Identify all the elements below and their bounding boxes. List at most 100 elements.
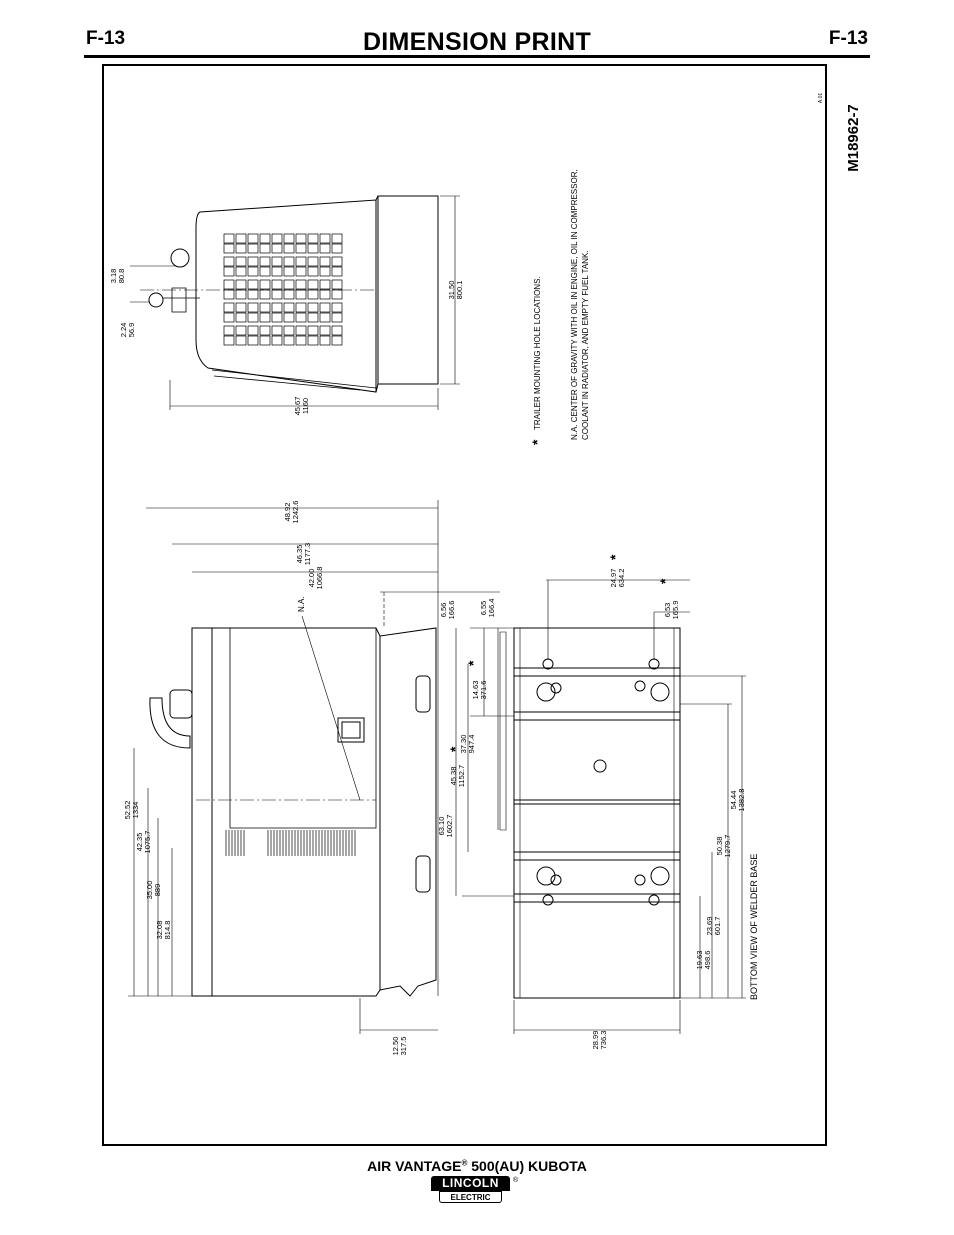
dim-end-2: 45.671160 xyxy=(293,397,310,416)
grille-cell xyxy=(295,325,307,336)
note-trailer-mount: TRAILER MOUNTING HOLE LOCATIONS. xyxy=(533,276,542,430)
grille-cell xyxy=(319,335,331,346)
grille-cell xyxy=(247,256,259,267)
grille-cell xyxy=(235,243,247,254)
logo-top: LINCOLN xyxy=(431,1176,510,1191)
star-bot-1: * xyxy=(465,660,481,666)
grille-cell xyxy=(283,325,295,336)
dim-bot-5: 54.441382.8 xyxy=(729,789,746,812)
star-side-10: * xyxy=(447,746,463,752)
grille-cell xyxy=(235,266,247,277)
dim-side-8: 12.50317.5 xyxy=(391,1037,408,1056)
grille-cell xyxy=(307,312,319,323)
grille-cell xyxy=(331,312,343,323)
grille-cell xyxy=(295,302,307,313)
bottom-view xyxy=(380,579,746,1034)
grille-cell xyxy=(247,233,259,244)
grille-cell xyxy=(295,289,307,300)
dim-bot-8: 19.63498.6 xyxy=(695,951,712,970)
grille-cell xyxy=(307,279,319,290)
grille-cell xyxy=(331,325,343,336)
grille-cell xyxy=(283,312,295,323)
grille-cell xyxy=(283,302,295,313)
grille-cell xyxy=(319,256,331,267)
dim-side-4: 52.521334 xyxy=(123,801,140,820)
grille-cell xyxy=(235,256,247,267)
grille-cell xyxy=(295,335,307,346)
grille-cell xyxy=(223,302,235,313)
note-cg-line1: N.A. CENTER OF GRAVITY WITH OIL IN ENGIN… xyxy=(570,169,579,440)
grille-cell xyxy=(295,279,307,290)
grille-cell xyxy=(247,302,259,313)
grille-cell xyxy=(223,335,235,346)
grille-cell xyxy=(331,233,343,244)
page-title: DIMENSION PRINT xyxy=(362,28,592,56)
drawing-frame xyxy=(102,64,827,1146)
grille-cell xyxy=(307,302,319,313)
grille-cell xyxy=(295,266,307,277)
dim-bot-9: 28.99736.3 xyxy=(591,1031,608,1050)
dim-bot-3: 24.97634.2 xyxy=(609,569,626,588)
grille-cell xyxy=(307,335,319,346)
grille-cell xyxy=(247,243,259,254)
grille-cell xyxy=(283,243,295,254)
grille-cell xyxy=(247,289,259,300)
logo-reg-mark: ® xyxy=(512,1177,518,1184)
dim-side-9: 63.101602.7 xyxy=(437,815,454,838)
grille-cell xyxy=(223,256,235,267)
logo-bottom: ELECTRIC xyxy=(439,1191,502,1203)
grille-cell xyxy=(295,243,307,254)
grille-cell xyxy=(235,325,247,336)
grille-cell xyxy=(259,243,271,254)
grille-cell xyxy=(307,256,319,267)
lincoln-electric-logo: LINCOLN ELECTRIC ® xyxy=(431,1176,518,1204)
grille-cell xyxy=(319,279,331,290)
dim-side-2: 42.001066.8 xyxy=(307,567,324,590)
grille-cell xyxy=(319,243,331,254)
grille-cell xyxy=(271,243,283,254)
grille-cell xyxy=(271,266,283,277)
side-view xyxy=(128,500,469,1034)
grille-cell xyxy=(319,325,331,336)
grille-cell xyxy=(331,335,343,346)
dim-bot-1: 14.63371.6 xyxy=(471,681,488,700)
grille-cell xyxy=(259,233,271,244)
grille-cell xyxy=(259,325,271,336)
grille-cell xyxy=(223,233,235,244)
grille-cell xyxy=(307,233,319,244)
grille-cell xyxy=(259,256,271,267)
section-number-left: F-13 xyxy=(86,28,126,49)
grille-cell xyxy=(223,325,235,336)
grille-cell xyxy=(331,289,343,300)
end-view xyxy=(130,195,460,410)
grille-cell xyxy=(283,335,295,346)
grille-cell xyxy=(271,335,283,346)
dim-side-6: 35.00889 xyxy=(145,881,162,900)
dim-side-7: 32.08814.8 xyxy=(155,921,172,940)
na-label: N.A. xyxy=(297,596,306,612)
grille-cell xyxy=(235,233,247,244)
grille-cell xyxy=(259,302,271,313)
drawing-labels: M18962-7 A.01 TRAILER MOUNTING HOLE LOCA… xyxy=(109,93,862,1056)
note-star-1: * xyxy=(529,439,545,445)
dim-side-5: 42.351075.7 xyxy=(135,831,152,854)
grille-cell xyxy=(331,256,343,267)
grille-cell xyxy=(271,325,283,336)
grille-cell xyxy=(235,302,247,313)
grille-cell xyxy=(283,256,295,267)
grille-cell xyxy=(223,243,235,254)
grille-cell xyxy=(331,302,343,313)
note-cg-line2: COOLANT IN RADIATOR, AND EMPTY FUEL TANK… xyxy=(581,250,590,440)
grille-cell xyxy=(235,289,247,300)
grille-cell xyxy=(319,302,331,313)
dim-end-3: 31.50800.1 xyxy=(447,281,464,300)
model-name: AIR VANTAGE® 500(AU) KUBOTA xyxy=(367,1158,587,1174)
dim-side-0: 48.921242.6 xyxy=(283,501,300,524)
star-bot-3: * xyxy=(607,554,623,560)
dim-end-1: 2.2456.9 xyxy=(119,323,136,338)
bottom-view-label: BOTTOM VIEW OF WELDER BASE xyxy=(749,854,759,1000)
header-rule xyxy=(84,55,870,58)
grille-cell xyxy=(271,233,283,244)
grille-cell xyxy=(247,335,259,346)
